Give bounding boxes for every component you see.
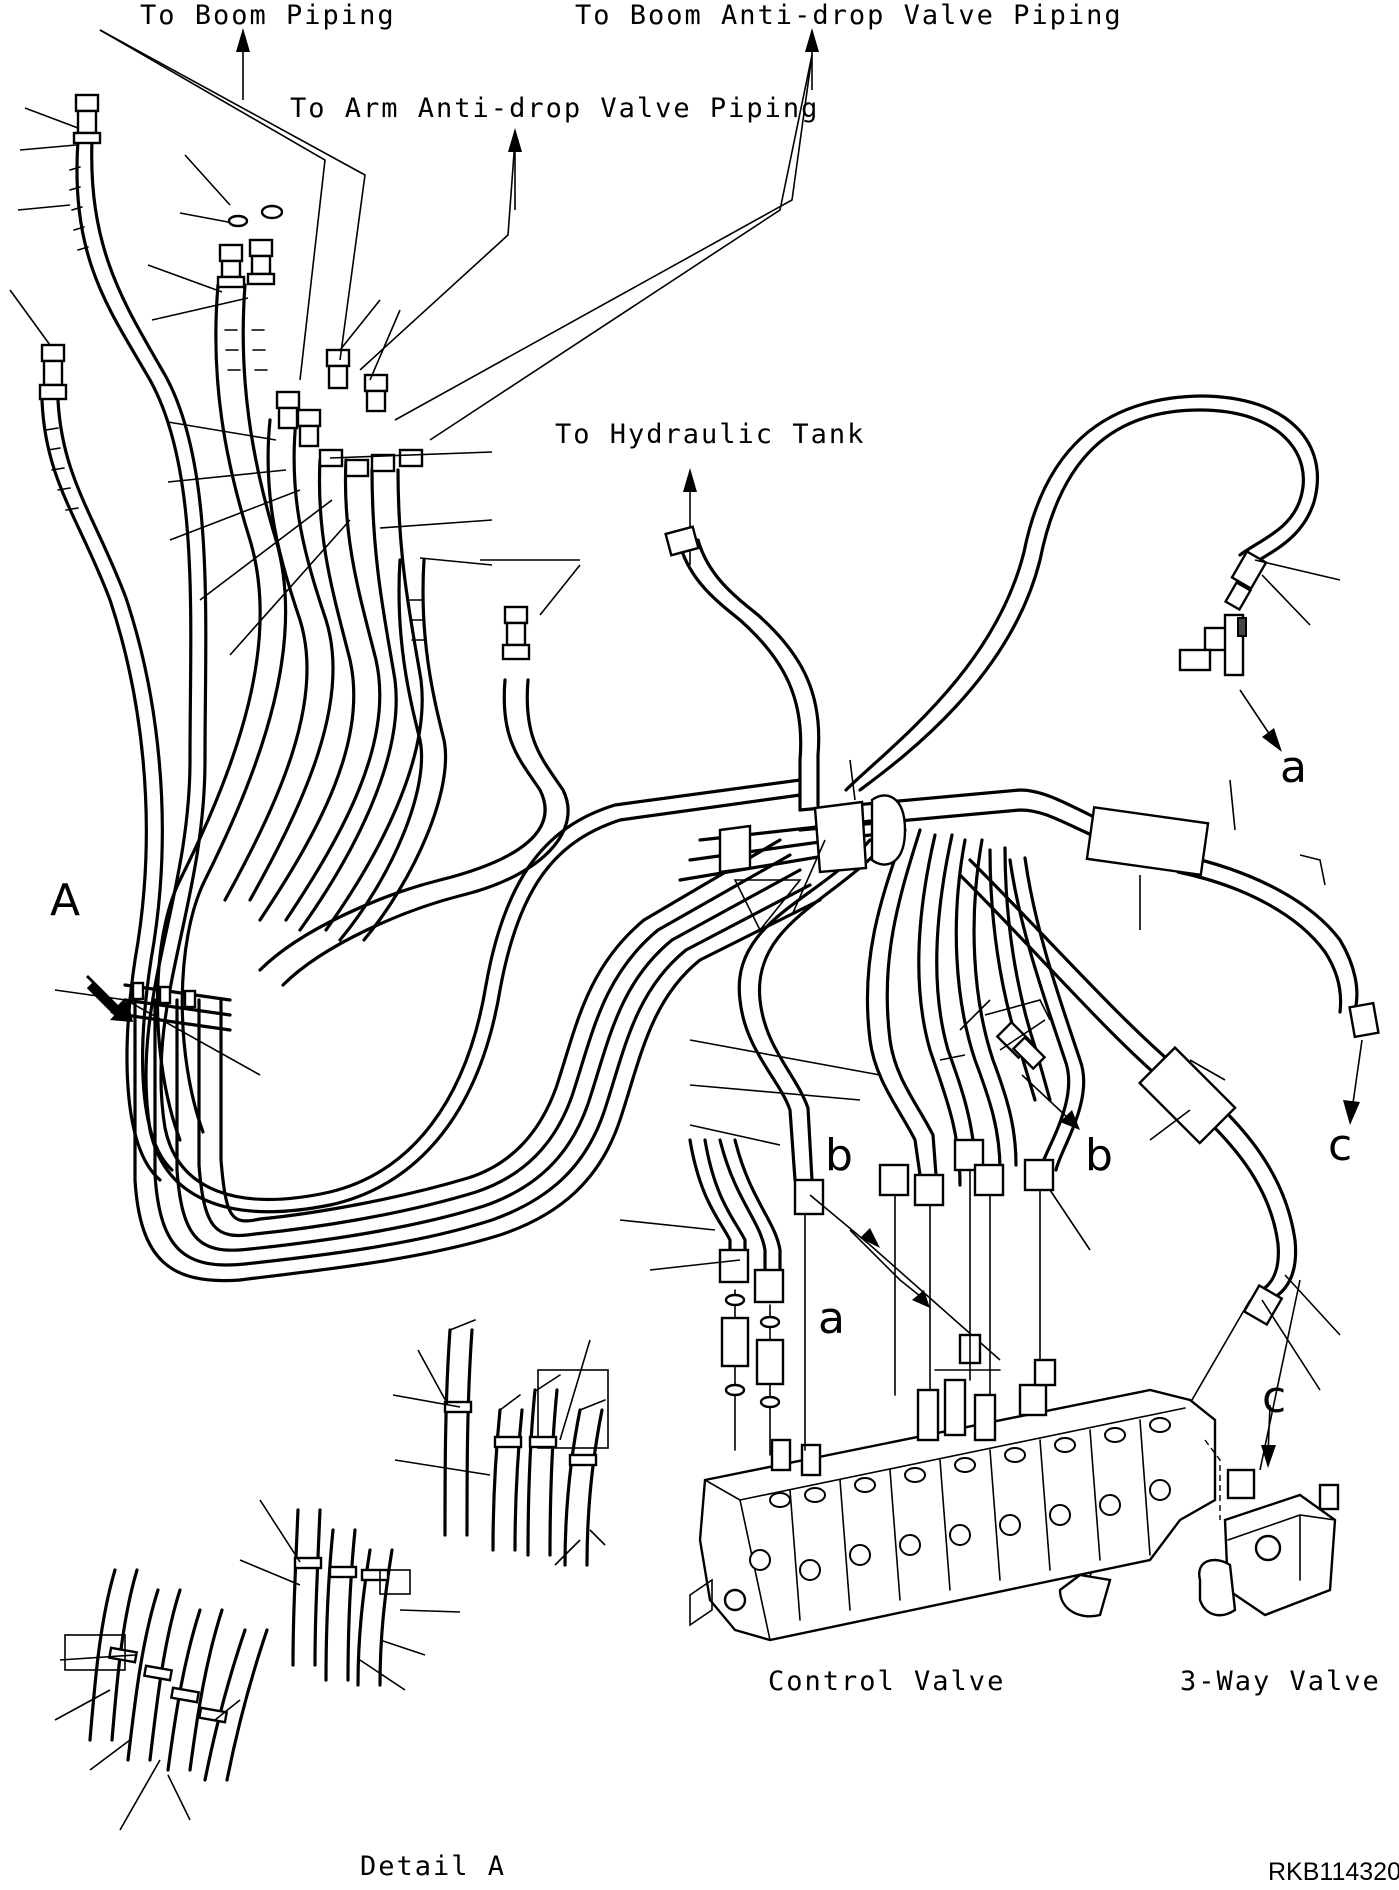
text-labels: To Boom Piping To Boom Anti-drop Valve P… (50, 0, 1399, 1886)
arrow-up-icon (508, 128, 522, 152)
right-hose-routing (678, 394, 1359, 1302)
callout-a-valve: a (818, 1293, 845, 1344)
arrow-icon (1060, 1110, 1080, 1130)
leader-lines-right (619, 559, 1341, 1611)
arrow-up-icon (683, 468, 697, 492)
hose-fitting (318, 448, 424, 478)
arrow-icon (1262, 728, 1282, 752)
tank-fitting (664, 525, 700, 557)
leader-lines-left (9, 107, 581, 1076)
detail-a-label: Detail A (360, 1851, 506, 1882)
callout-b-right: b (1085, 1130, 1113, 1181)
to-boom-piping-label: To Boom Piping (140, 0, 396, 31)
hose-fitting (325, 348, 389, 413)
arrow-icon (1343, 1100, 1360, 1125)
left-hose-fittings (38, 93, 531, 661)
main-tube-clamps (718, 794, 1237, 1145)
arrow-icon (860, 1228, 880, 1248)
hose-fitting (38, 343, 68, 401)
hose-fitting (72, 93, 102, 145)
o-ring (227, 214, 249, 228)
view-arrow-icon (86, 975, 128, 1015)
detail-a (54, 1319, 609, 1831)
control-valve (689, 1169, 1221, 1642)
left-hose-bundle (40, 138, 822, 1283)
lower-c-fitting (1242, 1283, 1284, 1327)
drawing-code: RKB114320 (1268, 1858, 1399, 1886)
hose-fitting (501, 605, 531, 661)
tee-fitting (1178, 613, 1247, 677)
callout-b-left: b (825, 1130, 853, 1181)
arrow-up-icon (236, 28, 250, 52)
loop-end-fitting (1223, 549, 1268, 612)
right-hose-fittings (664, 525, 1380, 1327)
hose-fitting (275, 390, 322, 448)
up-arrows (236, 28, 819, 565)
view-a-arrow (86, 975, 133, 1022)
c-end-fitting (1348, 1001, 1380, 1039)
callout-c-valve: c (1262, 1372, 1286, 1423)
o-ring (260, 204, 284, 220)
three-way-valve (1198, 1468, 1340, 1617)
callout-a-right: a (1280, 742, 1307, 793)
callout-c-right: c (1328, 1120, 1352, 1171)
callout-A: A (50, 875, 80, 926)
valve-hose-fittings (718, 1020, 1055, 1304)
callout-arrows (809, 689, 1363, 1468)
three-way-valve-label: 3-Way Valve (1180, 1666, 1381, 1697)
to-hydraulic-tank-label: To Hydraulic Tank (555, 419, 865, 450)
arrow-up-icon (805, 28, 819, 52)
arrow-icon (912, 1290, 930, 1308)
label-leaders (99, 29, 813, 441)
to-boom-anti-drop-label: To Boom Anti-drop Valve Piping (575, 0, 1123, 31)
to-arm-anti-drop-label: To Arm Anti-drop Valve Piping (290, 93, 819, 124)
hose-fitting (216, 238, 276, 289)
control-valve-label: Control Valve (768, 1666, 1005, 1697)
arrow-icon (1261, 1445, 1276, 1468)
clamp-band (123, 981, 232, 1032)
